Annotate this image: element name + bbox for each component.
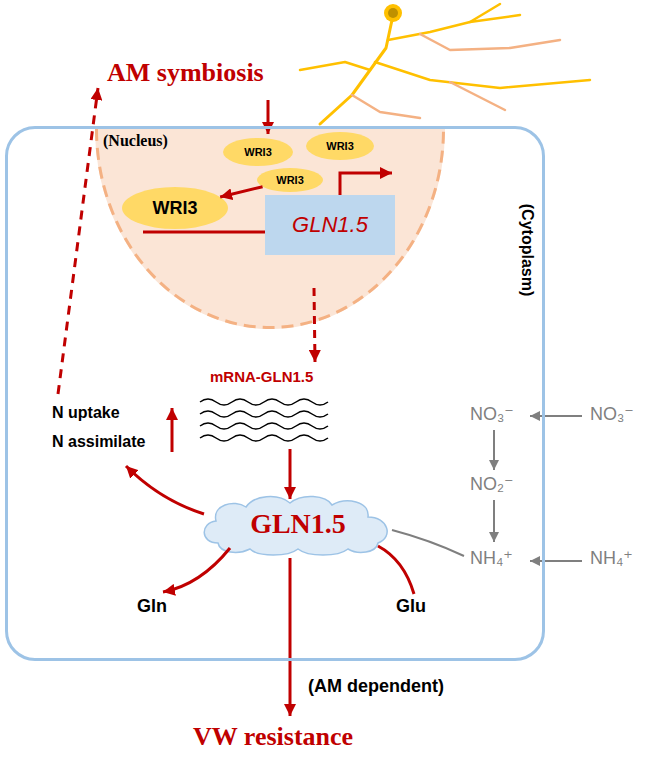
resistance-arrow <box>289 558 292 716</box>
hypha <box>470 4 500 22</box>
outcome-label: VW resistance <box>193 722 353 752</box>
ellipse-fill <box>257 168 323 192</box>
hypha <box>300 62 370 70</box>
region-label: (Cytoplasm) <box>518 204 536 296</box>
hypha <box>388 15 520 40</box>
ammonium-link <box>392 530 464 556</box>
substrate-line <box>378 546 414 594</box>
ion-label: NH₄⁺ <box>590 548 633 569</box>
protein-label: GLN1.5 <box>250 508 346 540</box>
fungal-hyphae <box>300 4 590 124</box>
ion-label: NH₄⁺ <box>470 548 513 569</box>
mrna-strand <box>200 423 328 429</box>
process-label: AM symbiosis <box>107 58 264 88</box>
nuclear-envelope <box>97 129 444 328</box>
hypha <box>450 82 505 110</box>
nitrogen-pathway <box>392 416 582 561</box>
reduction-arrow <box>493 430 495 470</box>
metabolite-label: Glu <box>396 596 426 617</box>
cell-outline: WRI3WRI3WRI3WRI3GLN1.5(Nucleus)GLN1.5(Cy… <box>5 126 545 661</box>
mrna-strand <box>200 411 328 417</box>
reduction-arrow <box>493 500 495 542</box>
uptake-arrow <box>530 560 582 562</box>
gene-label: GLN1.5 <box>292 212 368 237</box>
ion-label: NO₂⁻ <box>470 474 514 495</box>
cloud-fill <box>204 496 387 555</box>
protein-label: WRI3 <box>326 140 354 153</box>
note-label: (AM dependent) <box>308 676 444 697</box>
hypha <box>320 20 392 124</box>
ellipse-fill <box>122 187 228 229</box>
hypha <box>375 62 590 88</box>
process-label: N uptake <box>52 404 120 422</box>
translation-arrow <box>289 449 292 499</box>
transcript-label: mRNA-GLN1.5 <box>210 368 313 385</box>
metabolite-label: Gln <box>137 596 167 617</box>
spore-core <box>388 8 398 18</box>
region-label: (Nucleus) <box>103 132 168 150</box>
mrna-strand <box>200 435 328 441</box>
protein-label: WRI3 <box>153 198 198 219</box>
increase-arrow <box>171 408 174 452</box>
protein-label: WRI3 <box>276 174 304 187</box>
spore <box>384 4 402 22</box>
feedback-dashed-arrow <box>58 88 98 394</box>
hypha <box>352 95 420 118</box>
mrna-waves <box>200 399 328 441</box>
product-arrow <box>163 548 230 592</box>
protein-ellipse: WRI3 <box>122 187 228 229</box>
nucleus-region: WRI3WRI3WRI3WRI3GLN1.5(Nucleus) <box>95 129 445 329</box>
nucleus-fill <box>95 129 445 329</box>
protein-ellipse: WRI3 <box>257 168 323 192</box>
protein-label: WRI3 <box>244 146 272 159</box>
ion-label: NO₃⁻ <box>470 404 514 425</box>
ion-label: NO₃⁻ <box>590 404 634 425</box>
protein-ellipse: WRI3 <box>306 132 374 160</box>
nucleus-region-shape <box>95 129 445 329</box>
gene-box: GLN1.5 <box>265 195 395 255</box>
ellipse-fill <box>223 138 293 166</box>
dna-strand <box>143 231 265 234</box>
box-fill <box>265 195 395 255</box>
protein-ellipse: WRI3 <box>223 138 293 166</box>
process-label: N assimilate <box>52 433 145 451</box>
hypha <box>420 34 560 50</box>
mrna-strand <box>200 399 328 405</box>
protein-cloud: GLN1.5 <box>198 493 398 555</box>
feedback-arrow <box>126 466 204 514</box>
uptake-arrow <box>530 415 582 417</box>
ellipse-fill <box>306 132 374 160</box>
